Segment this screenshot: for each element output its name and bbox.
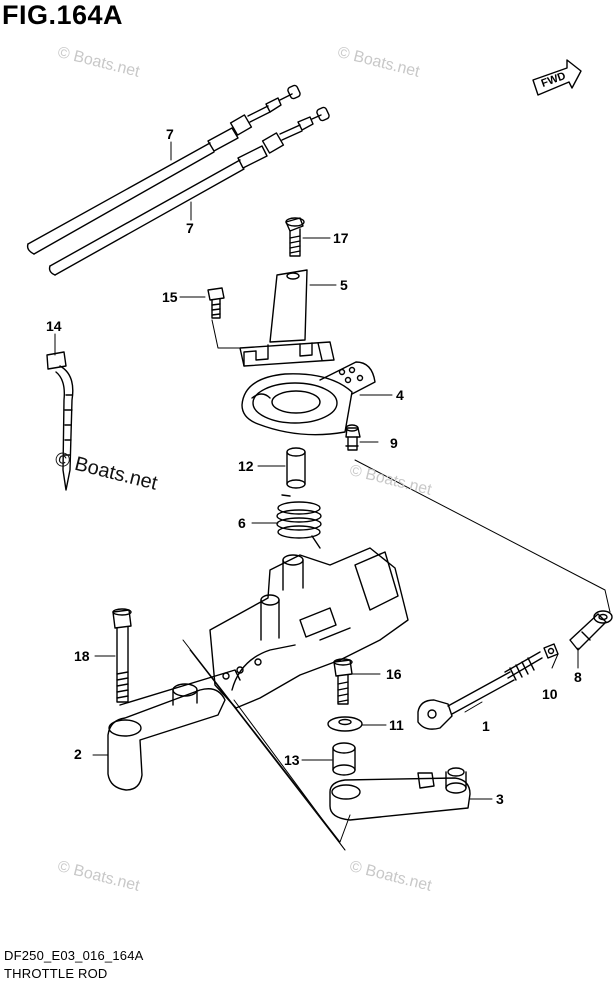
spring-6 (276, 494, 322, 549)
cable-tie-14 (46, 351, 74, 491)
callout-7-lower[interactable]: 7 (186, 220, 194, 236)
section-name: THROTTLE ROD (4, 966, 108, 981)
figure-title: FIG.164A (2, 0, 124, 30)
callout-17[interactable]: 17 (333, 230, 349, 246)
cable-bracket-5 (239, 269, 335, 367)
callout-10[interactable]: 10 (542, 686, 558, 702)
callout-6[interactable]: 6 (238, 515, 246, 531)
callout-5[interactable]: 5 (340, 277, 348, 293)
leader-lines (54, 141, 611, 851)
callout-18[interactable]: 18 (74, 648, 90, 664)
bolt-17 (285, 217, 305, 257)
fwd-direction-icon (532, 59, 582, 96)
throttle-arm-3 (329, 767, 471, 821)
diagram-code: DF250_E03_016_164A (4, 948, 144, 963)
callout-8[interactable]: 8 (574, 669, 582, 685)
callout-9[interactable]: 9 (390, 435, 398, 451)
callout-1[interactable]: 1 (482, 718, 490, 734)
callout-7-upper[interactable]: 7 (166, 126, 174, 142)
callout-12[interactable]: 12 (238, 458, 254, 474)
pin-9 (345, 424, 361, 451)
callout-4[interactable]: 4 (396, 387, 404, 403)
callout-14[interactable]: 14 (46, 318, 62, 334)
collar-12 (286, 447, 306, 489)
rod-end-8 (569, 610, 613, 651)
bolt-15 (207, 287, 225, 319)
bolt-16 (333, 658, 353, 705)
callout-13[interactable]: 13 (284, 752, 300, 768)
callout-3[interactable]: 3 (496, 791, 504, 807)
cam-plate-4 (241, 361, 376, 436)
nut-10 (543, 643, 559, 659)
bolt-18 (112, 608, 132, 703)
callout-16[interactable]: 16 (386, 666, 402, 682)
throttle-cable-lower (48, 106, 330, 276)
throttle-lever-bracket (209, 547, 409, 709)
throttle-rod-1 (417, 651, 543, 730)
throttle-cable-upper (26, 84, 301, 255)
shaft-lever-2 (107, 669, 241, 791)
collar-13 (332, 742, 356, 776)
callout-15[interactable]: 15 (162, 289, 178, 305)
callout-2[interactable]: 2 (74, 746, 82, 762)
washer-11 (327, 716, 363, 732)
callout-11[interactable]: 11 (389, 717, 404, 733)
